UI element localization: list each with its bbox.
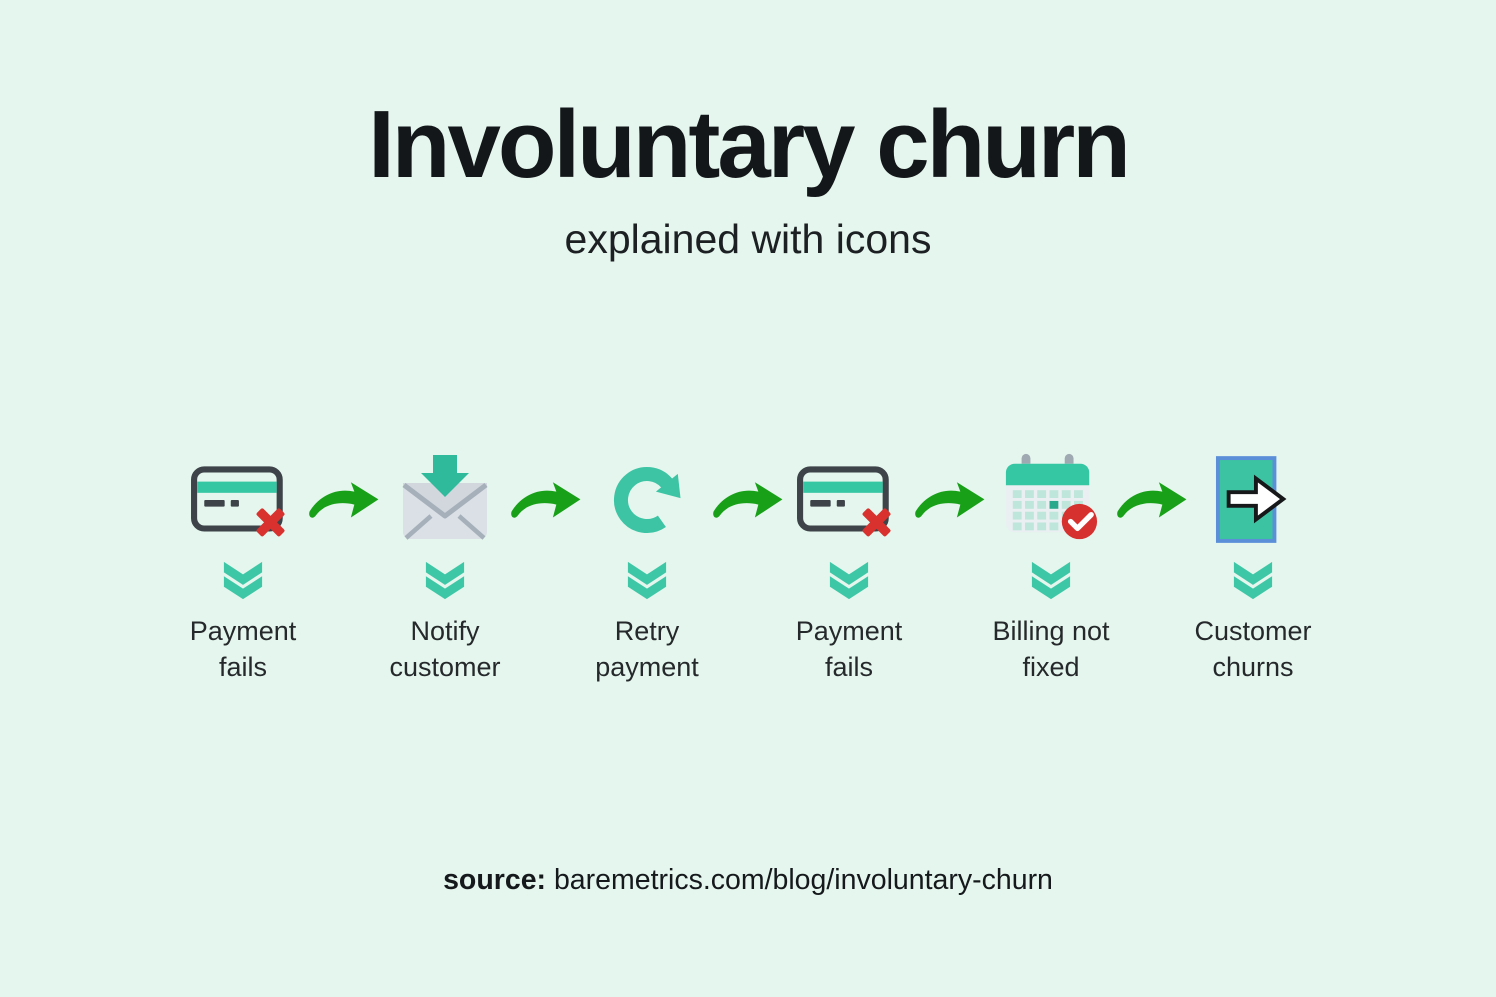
flow-step-payment-fails-1: Payment fails <box>174 441 312 685</box>
flow-arrow-icon <box>511 477 581 527</box>
credit-card-declined-icon <box>796 441 902 545</box>
flow-step-retry-payment: Retry payment <box>578 441 716 685</box>
page-title: Involuntary churn <box>368 91 1131 198</box>
source-label: source: <box>443 864 547 896</box>
double-chevron-down-icon <box>828 561 870 601</box>
source-url: baremetrics.com/blog/involuntary-churn <box>553 864 1053 896</box>
double-chevron-down-icon <box>1232 561 1274 601</box>
step-label: Payment fails <box>795 616 903 682</box>
double-chevron-down-icon <box>222 561 264 601</box>
flow-step-customer-churns: Customer churns <box>1184 441 1322 685</box>
retry-refresh-icon <box>602 441 692 545</box>
calendar-overdue-icon <box>1002 441 1100 545</box>
flow-arrow-icon <box>309 477 379 527</box>
churn-flow-diagram: Payment fails <box>0 441 1496 685</box>
step-label: Customer churns <box>1194 616 1312 682</box>
credit-card-declined-icon <box>190 441 296 545</box>
step-label: Billing not fixed <box>992 616 1110 682</box>
page-subtitle: explained with icons <box>564 216 932 262</box>
source-line: source: baremetrics.com/blog/involuntary… <box>0 864 1496 897</box>
double-chevron-down-icon <box>626 561 668 601</box>
flow-arrow-icon <box>915 477 985 527</box>
double-chevron-down-icon <box>424 561 466 601</box>
step-label: Notify customer <box>389 616 501 682</box>
flow-step-payment-fails-2: Payment fails <box>780 441 918 685</box>
flow-step-billing-not-fixed: Billing not fixed <box>982 441 1120 685</box>
exit-door-icon <box>1215 441 1291 545</box>
step-label: Payment fails <box>189 616 297 682</box>
email-notification-icon <box>399 441 491 545</box>
flow-step-notify-customer: Notify customer <box>376 441 514 685</box>
flow-arrow-icon <box>1117 477 1187 527</box>
double-chevron-down-icon <box>1030 561 1072 601</box>
flow-arrow-icon <box>713 477 783 527</box>
step-label: Retry payment <box>595 616 699 682</box>
